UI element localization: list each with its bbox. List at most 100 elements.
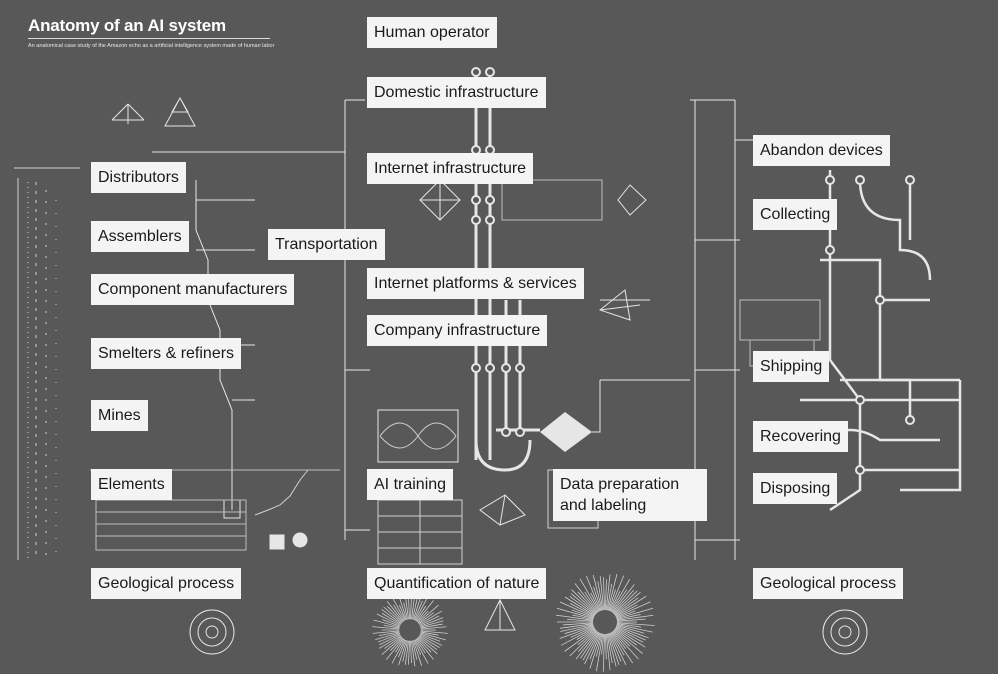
burst-ray: [416, 600, 434, 622]
burst-ray: [411, 596, 415, 620]
burst-ray: [577, 629, 597, 646]
burst-ray: [603, 577, 605, 611]
burst-ray: [413, 639, 422, 656]
burst-ray: [393, 604, 405, 622]
burst-ray: [408, 640, 410, 665]
burst-ray: [389, 637, 403, 651]
burst-ray: [580, 631, 599, 659]
burst-ray: [614, 595, 647, 616]
burst-ray: [589, 633, 602, 669]
burst-ray: [383, 606, 403, 624]
center-nodes: [471, 67, 525, 437]
burst-ray: [616, 623, 642, 628]
burst-ray: [412, 640, 423, 666]
burst-ray: [387, 606, 403, 623]
burst-ray: [410, 640, 412, 664]
burst-ray: [419, 610, 442, 625]
burst-ray: [574, 583, 598, 613]
burst-ray: [609, 590, 621, 612]
burst-ray: [570, 626, 595, 638]
burst-ray: [560, 624, 594, 632]
burst-ray: [592, 574, 603, 611]
label-domestic-infrastructure: Domestic infrastructure: [367, 77, 546, 108]
burst-ray: [559, 625, 594, 639]
burst-ray: [579, 578, 600, 612]
page-subtitle: An anatomical case study of the Amazon e…: [28, 43, 275, 49]
burst-ray: [414, 597, 428, 621]
burst-ray: [381, 609, 402, 624]
burst-ray: [612, 630, 639, 660]
label-shipping: Shipping: [753, 351, 830, 382]
burst-ray: [417, 636, 438, 655]
label-internet-infrastructure: Internet infrastructure: [367, 153, 534, 184]
burst-ray: [418, 612, 435, 624]
neural-diamond: [540, 412, 592, 452]
burst-ray: [420, 631, 439, 636]
burst-ray: [386, 601, 404, 622]
burst-ray: [379, 634, 401, 646]
burst-ray: [607, 633, 617, 667]
burst-ray: [564, 624, 594, 634]
burst-ray: [381, 612, 401, 625]
burst-ray: [605, 574, 611, 611]
burst-ray: [381, 619, 401, 627]
burst-ray: [615, 604, 638, 617]
burst-ray: [555, 614, 594, 621]
top-left-network: [111, 96, 196, 127]
burst-ray: [578, 630, 598, 652]
burst-ray: [615, 627, 644, 643]
burst-ray: [605, 633, 611, 671]
burst-ray: [606, 583, 613, 611]
burst-ray: [571, 609, 594, 619]
label-transportation: Transportation: [268, 229, 385, 260]
right-nodes: [825, 175, 915, 475]
label-data-preparation-labeling: Data preparation and labeling: [553, 469, 707, 521]
burst-ray: [398, 639, 407, 658]
burst-ray: [595, 633, 603, 657]
burst-ray: [379, 631, 400, 636]
burst-ray: [614, 628, 646, 648]
burst-ray: [614, 597, 639, 616]
burst-ray: [602, 633, 605, 672]
burst-ray: [605, 633, 607, 660]
burst-ray: [577, 591, 598, 614]
burst-ray: [411, 640, 416, 667]
burst-ray: [595, 633, 604, 672]
burst-ray: [613, 590, 638, 614]
burst-ray: [556, 607, 594, 620]
radial-bursts: [372, 573, 655, 672]
burst-ray: [417, 637, 432, 653]
burst-ray: [616, 614, 654, 621]
burst-ray: [616, 614, 641, 620]
burst-ray: [616, 622, 655, 626]
burst-ray: [584, 591, 599, 613]
burst-ray: [582, 632, 600, 661]
burst-ray: [616, 618, 646, 622]
burst-ray: [420, 632, 446, 641]
burst-ray: [420, 626, 447, 630]
label-geological-process-right: Geological process: [753, 568, 904, 599]
page-title: Anatomy of an AI system: [28, 16, 226, 35]
burst-ray: [612, 584, 635, 613]
burst-ray: [616, 624, 645, 634]
burst-ray: [608, 589, 616, 611]
burst-ray: [616, 625, 649, 639]
burst-ray: [584, 632, 601, 665]
burst-ray: [612, 631, 627, 650]
burst-ray: [597, 581, 604, 611]
data-tables: [377, 469, 599, 565]
burst-ray: [611, 589, 628, 613]
burst-ray: [572, 614, 594, 620]
burst-ray: [585, 575, 601, 612]
label-human-operator: Human operator: [367, 17, 497, 48]
label-distributors: Distributors: [91, 162, 186, 193]
burst-ray: [610, 579, 631, 612]
burst-ray: [419, 633, 441, 642]
burst-ray: [414, 639, 429, 664]
burst-ray: [419, 634, 443, 646]
label-abandon-devices: Abandon devices: [753, 135, 890, 166]
burst-ray: [395, 638, 405, 653]
burst-ray: [612, 589, 635, 614]
burst-ray: [606, 633, 613, 663]
burst-ray: [613, 629, 644, 654]
